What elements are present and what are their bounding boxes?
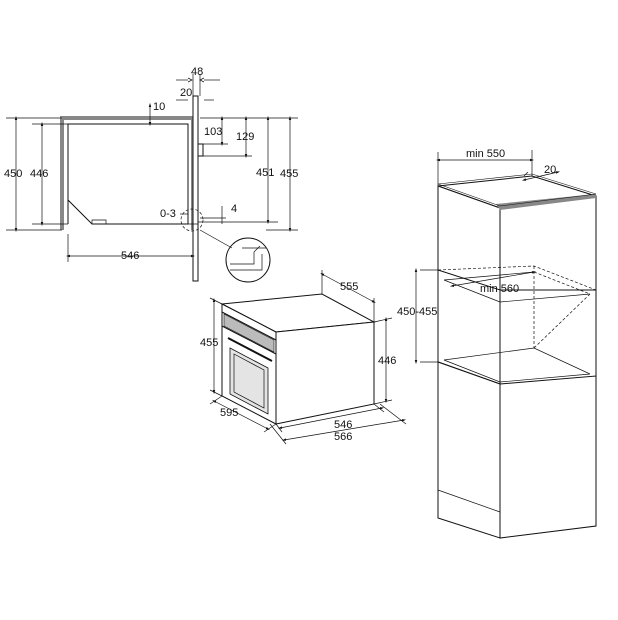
dim-446-oven: 446 — [378, 355, 396, 367]
dim-20-cabinet: 20 — [544, 164, 556, 176]
oven-iso-view: 555 455 446 595 546 566 — [200, 270, 407, 445]
dim-20-side: 20 — [180, 87, 192, 99]
dim-450-455: 450-455 — [397, 306, 437, 318]
dim-566: 566 — [334, 431, 352, 443]
dim-min-560: min 560 — [480, 283, 519, 295]
dim-450: 450 — [4, 168, 22, 180]
dim-455-oven: 455 — [200, 337, 218, 349]
dim-0-3: 0-3 — [160, 208, 176, 220]
dim-10: 10 — [153, 101, 165, 113]
dim-555: 555 — [340, 281, 358, 293]
front-panel — [192, 95, 199, 282]
oven-outline — [67, 123, 189, 225]
dim-129: 129 — [236, 131, 254, 143]
dim-min-550: min 550 — [466, 148, 505, 160]
dim-455-side: 455 — [280, 168, 298, 180]
dim-595: 595 — [220, 407, 238, 419]
detail-marker — [180, 208, 204, 232]
dim-4: 4 — [231, 203, 237, 215]
dim-48: 48 — [191, 66, 203, 78]
dim-446-side: 446 — [30, 168, 48, 180]
side-section-view: 48 20 10 103 129 450 446 451 455 — [4, 66, 298, 283]
dim-546-side: 546 — [121, 250, 139, 262]
dim-103: 103 — [204, 126, 222, 138]
cabinet-view: min 550 20 450-455 min 560 — [397, 148, 597, 539]
detail-circle — [225, 237, 271, 283]
dim-451: 451 — [256, 167, 274, 179]
